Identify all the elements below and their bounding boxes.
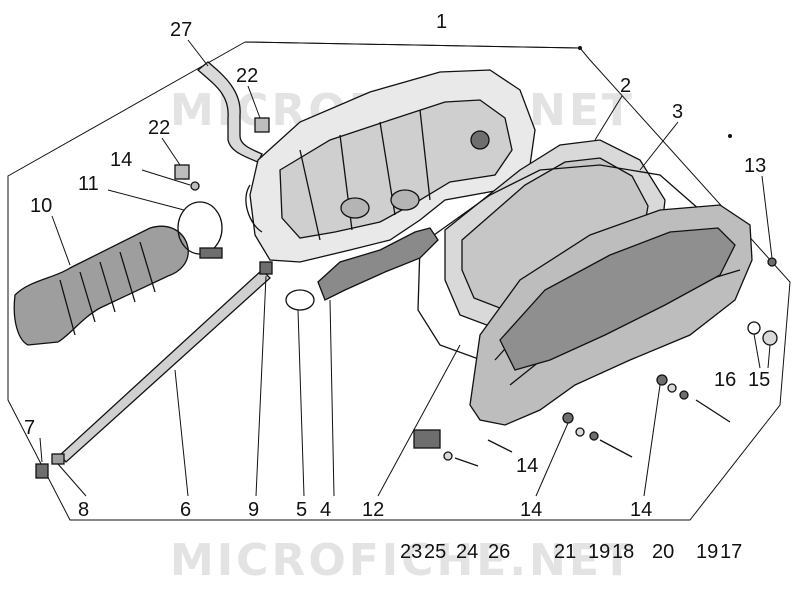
- dot-3: [728, 134, 732, 138]
- intake-duct-part: [13, 225, 189, 346]
- callout-25: 25: [424, 541, 446, 563]
- drain-plug-part: [35, 463, 49, 479]
- callout-19-left: 19: [588, 541, 610, 563]
- callout-4: 4: [320, 499, 331, 521]
- callout-9: 9: [248, 499, 259, 521]
- leader-1: [244, 41, 581, 49]
- callout-15: 15: [748, 369, 770, 391]
- screw-13-part: [767, 257, 777, 267]
- washer-21: [575, 427, 585, 437]
- airbox-cover-face: [499, 227, 736, 371]
- drain-tube-part: [59, 269, 271, 463]
- washer-14-left: [190, 181, 200, 191]
- callout-14-lower: 14: [516, 455, 538, 477]
- washer-19-a: [589, 431, 599, 441]
- assembly-boundary: [7, 41, 791, 521]
- callout-11: 11: [78, 173, 99, 195]
- callout-21: 21: [554, 541, 576, 563]
- connecting-sleeve-part: [317, 227, 439, 301]
- intake-duct-grid: [59, 241, 156, 336]
- watermark-bottom: MICROFICHE.NET: [170, 535, 635, 586]
- callout-13: 13: [744, 155, 766, 177]
- callout-23: 23: [400, 541, 422, 563]
- callout-1: 1: [436, 11, 447, 33]
- callout-12: 12: [362, 499, 384, 521]
- screw-24: [454, 457, 479, 467]
- screw-17: [695, 399, 731, 423]
- airbox-port-left: [340, 197, 370, 219]
- washer-20: [667, 383, 677, 393]
- callout-14-right: 14: [630, 499, 652, 521]
- airbox-port-right: [390, 189, 420, 211]
- screw-26: [487, 439, 513, 453]
- airbox-mount-boss: [470, 130, 490, 150]
- breather-hose-part: [196, 61, 263, 163]
- callout-3: 3: [672, 101, 683, 123]
- callout-16: 16: [714, 369, 736, 391]
- sleeve-clamp-part: [285, 289, 315, 311]
- leader-lines: [39, 39, 773, 497]
- callout-18: 18: [612, 541, 634, 563]
- hose-clamp-part: [177, 201, 223, 255]
- callout-10: 10: [30, 195, 52, 217]
- callout-20: 20: [652, 541, 674, 563]
- washer-14-center: [562, 412, 574, 424]
- callout-14-left: 14: [110, 149, 132, 171]
- callout-22-lower: 22: [148, 117, 170, 139]
- callout-6: 6: [180, 499, 191, 521]
- callout-24: 24: [456, 541, 478, 563]
- cap-15-part: [762, 330, 778, 346]
- tube-clip-part: [259, 261, 273, 275]
- airbox-inner-wall: [279, 99, 513, 239]
- washer-25: [443, 451, 453, 461]
- bracket-23: [413, 429, 441, 449]
- callout-8: 8: [78, 499, 89, 521]
- screw-18: [599, 439, 633, 458]
- clip-22-lower: [174, 164, 190, 180]
- callout-19-right: 19: [696, 541, 718, 563]
- callout-22-upper: 22: [236, 65, 258, 87]
- dot-1: [578, 46, 582, 50]
- airbox-rib: [299, 109, 431, 241]
- washer-19-b: [679, 390, 689, 400]
- callout-14-center: 14: [520, 499, 542, 521]
- ring-16-part: [747, 321, 761, 335]
- callout-27: 27: [170, 19, 192, 41]
- clamp-screw: [199, 247, 223, 259]
- callout-26: 26: [488, 541, 510, 563]
- airbox-inlet-lip: [245, 184, 263, 233]
- callout-7: 7: [24, 417, 35, 439]
- callout-5: 5: [296, 499, 307, 521]
- callout-17: 17: [720, 541, 742, 563]
- drain-clip-part: [51, 453, 65, 465]
- clip-22-upper: [254, 117, 270, 133]
- callout-2: 2: [620, 75, 631, 97]
- washer-14-right: [656, 374, 668, 386]
